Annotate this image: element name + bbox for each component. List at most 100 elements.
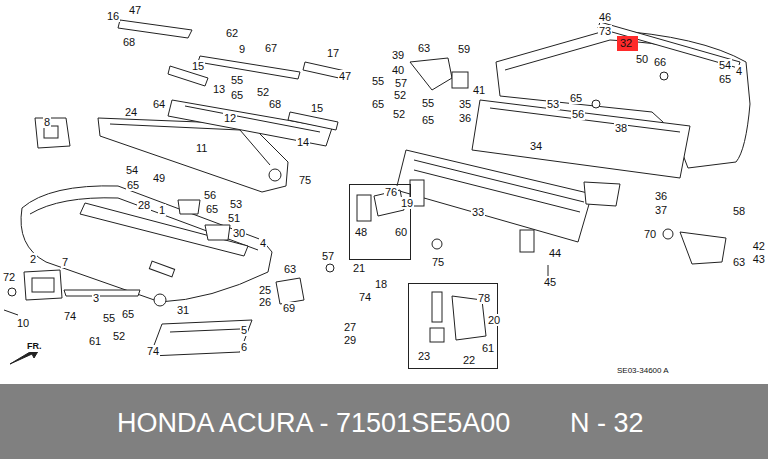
- callout-number: 67: [264, 42, 278, 54]
- callout-number: 72: [2, 271, 16, 283]
- callout-number: 65: [569, 92, 583, 104]
- callout-number: 75: [298, 174, 312, 186]
- callout-number: 74: [63, 310, 77, 322]
- callout-number: 3: [92, 292, 100, 304]
- callout-number: 56: [203, 189, 217, 201]
- callout-number: 30: [232, 227, 246, 239]
- callout-number: 50: [635, 53, 649, 65]
- callout-number: 73: [598, 25, 612, 37]
- drawing-code: SE03-34600 A: [616, 365, 670, 377]
- title-banner: HONDA ACURA - 71501SE5A00 N - 32: [0, 384, 768, 459]
- callout-number: 65: [718, 73, 732, 85]
- callout-number: 62: [225, 27, 239, 39]
- callout-number: 34: [529, 140, 543, 152]
- callout-number: 5: [240, 324, 248, 336]
- front-marker: FR.: [26, 340, 43, 352]
- callout-number: 46: [598, 11, 612, 23]
- group-box: 78 20 23 22 61: [408, 283, 498, 369]
- callout-number: 23: [417, 350, 431, 362]
- callout-number: 26: [258, 296, 272, 308]
- callout-number: 31: [176, 304, 190, 316]
- callout-number: 42: [752, 240, 766, 252]
- callout-number: 53: [229, 198, 243, 210]
- callout-number: 47: [338, 70, 352, 82]
- callout-number: 9: [238, 43, 246, 55]
- callout-number: 52: [256, 86, 270, 98]
- callout-number: 56: [571, 108, 585, 120]
- callout-number: 57: [394, 77, 408, 89]
- banner-text: N - 32: [570, 408, 644, 438]
- callout-number: 20: [487, 314, 501, 326]
- callout-number: 14: [296, 136, 310, 148]
- callout-number: 58: [732, 205, 746, 217]
- callout-number: 15: [191, 60, 205, 72]
- callout-number: 52: [112, 330, 126, 342]
- callout-number: 78: [477, 292, 491, 304]
- callout-number: 8: [43, 116, 51, 128]
- banner-text: HONDA ACURA - 71501SE5A00: [117, 408, 510, 438]
- callout-number: 59: [457, 43, 471, 55]
- callout-number: 65: [230, 89, 244, 101]
- callout-number: 17: [326, 47, 340, 59]
- callout-number: 54: [718, 59, 732, 71]
- callout-number: 35: [458, 98, 472, 110]
- callout-number: 61: [481, 342, 495, 354]
- highlight-callout: 32: [617, 36, 638, 51]
- callout-number: 43: [752, 253, 766, 265]
- callout-number: 47: [128, 4, 142, 16]
- callout-number: 36: [458, 112, 472, 124]
- callout-number: 15: [310, 102, 324, 114]
- callout-number: 55: [371, 75, 385, 87]
- callout-number: 55: [230, 74, 244, 86]
- callout-number: 40: [391, 64, 405, 76]
- callout-number: 51: [227, 212, 241, 224]
- group-box: 7619 48 60: [349, 184, 411, 260]
- callout-number: 6: [240, 341, 248, 353]
- callout-number: 1: [158, 204, 166, 216]
- callout-number: 41: [472, 84, 486, 96]
- callout-number: 68: [122, 36, 136, 48]
- callout-number: 65: [421, 114, 435, 126]
- callout-number: 12: [223, 112, 237, 124]
- callout-number: 57: [321, 250, 335, 262]
- callout-number: 74: [358, 291, 372, 303]
- callout-number: 33: [471, 206, 485, 218]
- callout-number: 29: [343, 334, 357, 346]
- callout-number: 48: [354, 226, 368, 238]
- callout-number: 24: [124, 106, 138, 118]
- callout-number: 16: [106, 10, 120, 22]
- callout-number: 70: [643, 228, 657, 240]
- callout-number: 32: [620, 37, 632, 49]
- callout-number: 4: [259, 237, 267, 249]
- callout-number: 74: [146, 345, 160, 357]
- callout-number: 68: [268, 98, 282, 110]
- callout-number: 63: [732, 256, 746, 268]
- callout-number: 18: [374, 278, 388, 290]
- callout-number: 65: [371, 98, 385, 110]
- callout-number: 2: [29, 253, 37, 265]
- callout-number: 19: [400, 197, 414, 209]
- callout-number: 69: [282, 302, 296, 314]
- callout-number: 49: [152, 172, 166, 184]
- callout-number: 11: [195, 142, 208, 154]
- callout-number: 60: [394, 226, 408, 238]
- callout-number: 64: [152, 98, 166, 110]
- callout-number: 63: [417, 42, 431, 54]
- callout-number: 22: [462, 354, 476, 366]
- callout-number: 65: [205, 203, 219, 215]
- callout-number: 36: [654, 190, 668, 202]
- callout-number: 61: [88, 335, 102, 347]
- callout-number: 63: [283, 263, 297, 275]
- callout-number: 13: [212, 83, 226, 95]
- callout-number: 76: [384, 186, 398, 198]
- callout-number: 25: [258, 284, 272, 296]
- callout-number: 28: [137, 199, 151, 211]
- callout-number: 10: [16, 317, 30, 329]
- callout-number: 37: [654, 204, 668, 216]
- callout-number: 55: [421, 97, 435, 109]
- callout-number: 75: [431, 256, 445, 268]
- callout-number: 44: [548, 247, 562, 259]
- callout-number: 38: [614, 122, 628, 134]
- callout-number: 27: [343, 321, 357, 333]
